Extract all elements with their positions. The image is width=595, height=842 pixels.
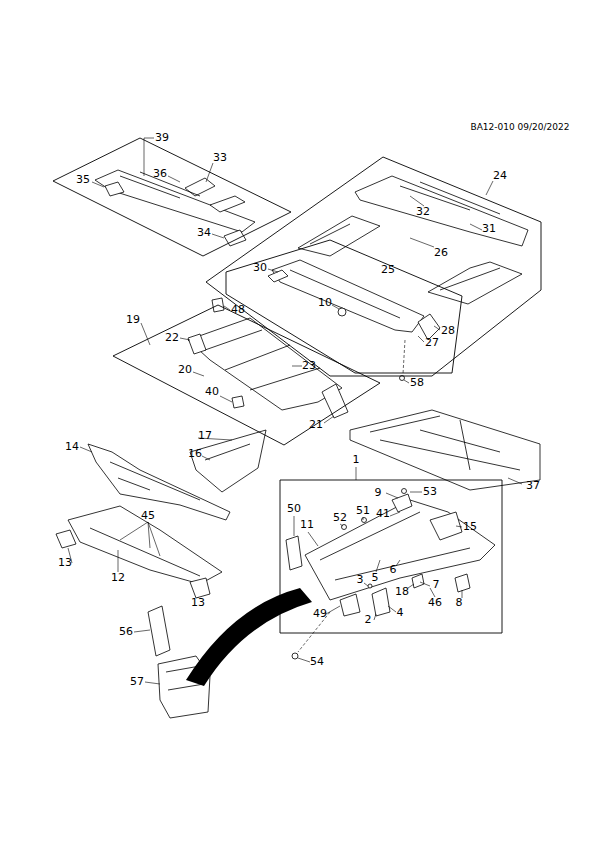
callout-number: 39 xyxy=(155,132,169,144)
group-frame: 25 xyxy=(226,240,462,373)
callout-number: 49 xyxy=(313,608,327,620)
callout-number: 15 xyxy=(463,521,477,533)
frame-outline xyxy=(226,240,462,373)
frame-outline xyxy=(53,138,291,256)
callout-number: 36 xyxy=(153,168,167,180)
callout-number: 58 xyxy=(410,377,424,389)
callout-number: 53 xyxy=(423,486,437,498)
drawing-code: BA12-010 09/20/2022 xyxy=(471,121,570,133)
group-frame: 19 xyxy=(113,305,380,445)
callout-number: 9 xyxy=(375,487,382,499)
callout-number: 26 xyxy=(434,247,448,259)
callout-number: 27 xyxy=(425,337,439,349)
callout-number: 10 xyxy=(318,297,332,309)
callout-number: 54 xyxy=(310,656,324,668)
callout-number: 34 xyxy=(197,227,211,239)
group-number: 24 xyxy=(493,170,507,182)
group-number: 19 xyxy=(126,314,140,326)
group-number: 1 xyxy=(353,454,360,466)
group-frame: 33 xyxy=(53,138,291,256)
callout-number: 2 xyxy=(365,614,372,626)
callout-number: 32 xyxy=(416,206,430,218)
callout-number: 5 xyxy=(372,572,379,584)
callout-number: 8 xyxy=(456,597,463,609)
callout-number: 57 xyxy=(130,676,144,688)
callout-number: 30 xyxy=(253,262,267,274)
callout-number: 17 xyxy=(198,430,212,442)
callout-number: 28 xyxy=(441,325,455,337)
callout-number: 23 xyxy=(302,360,316,372)
callout-number: 14 xyxy=(65,441,79,453)
callout-number: 31 xyxy=(482,223,496,235)
frame-outline xyxy=(113,305,380,445)
callout-number: 13 xyxy=(58,557,72,569)
callout-number: 20 xyxy=(178,364,192,376)
callout-number: 48 xyxy=(231,304,245,316)
callout-number: 51 xyxy=(356,505,370,517)
callout-number: 50 xyxy=(287,503,301,515)
callout-number: 35 xyxy=(76,174,90,186)
group-number: 33 xyxy=(213,152,227,164)
callout-number: 13 xyxy=(191,597,205,609)
callout-number: 16 xyxy=(188,448,202,460)
callout-number: 22 xyxy=(165,332,179,344)
callout-number: 40 xyxy=(205,386,219,398)
callout-number: 41 xyxy=(376,508,390,520)
callout-number: 11 xyxy=(300,519,314,531)
callout-number: 18 xyxy=(395,586,409,598)
callout-number: 3 xyxy=(357,574,364,586)
callout-number: 56 xyxy=(119,626,133,638)
group-number: 25 xyxy=(381,264,395,276)
callout-number: 46 xyxy=(428,597,442,609)
callout-number: 21 xyxy=(309,419,323,431)
callout-number: 45 xyxy=(141,510,155,522)
callout-number: 7 xyxy=(433,579,440,591)
callout-number: 6 xyxy=(390,564,397,576)
callout-number: 12 xyxy=(111,572,125,584)
callout-number: 52 xyxy=(333,512,347,524)
callout-number: 4 xyxy=(397,607,404,619)
callout-number: 37 xyxy=(526,480,540,492)
